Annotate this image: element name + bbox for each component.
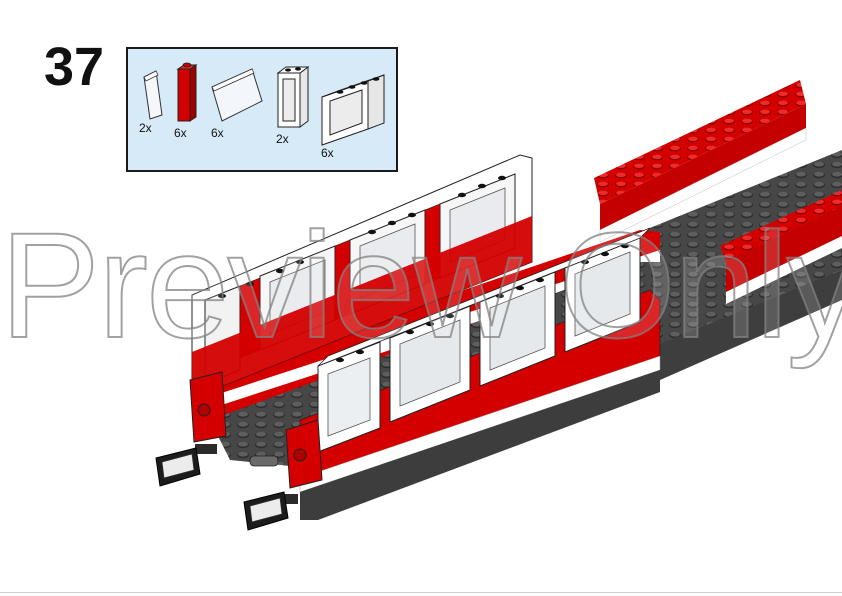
front-wall-base — [300, 370, 660, 520]
part-qty: 6x — [211, 126, 224, 140]
window-frame-1x2x3-icon — [276, 66, 310, 128]
glass-pane-1x2x3-icon — [211, 68, 263, 122]
red-brick-1x1x3-icon — [176, 62, 198, 122]
part-qty: 2x — [139, 121, 152, 135]
preview-watermark: Preview Only — [0, 201, 842, 369]
front-window-frame — [399, 319, 461, 407]
end-light-front — [293, 448, 307, 462]
white-stripe-2 — [726, 236, 842, 304]
red-wall-top-2 — [720, 190, 842, 262]
front-window-frame — [489, 285, 546, 371]
front-wall-studs — [336, 243, 629, 363]
red-wall-top — [594, 80, 806, 204]
red-wall-side-2 — [726, 206, 842, 292]
part-qty: 6x — [321, 146, 334, 160]
page-bottom-rule — [0, 592, 842, 593]
parts-callout: 2x 6x 6x 2x 6x — [126, 47, 398, 172]
front-window-frame — [327, 357, 371, 437]
window-frame-1x4x3-icon — [321, 74, 385, 146]
front-window-top — [317, 227, 651, 367]
end-light-rear — [197, 403, 211, 417]
red-band — [192, 216, 532, 395]
red-wall-side — [600, 104, 806, 230]
coupler-rear — [155, 444, 217, 487]
part-qty: 2x — [276, 132, 289, 146]
coupler-front — [243, 491, 298, 531]
step-number: 37 — [44, 37, 105, 97]
coupler-hose — [249, 455, 279, 467]
base-side-dark — [640, 270, 842, 385]
part-qty: 6x — [174, 126, 187, 140]
white-stripe — [599, 127, 807, 243]
rear-wall-studs — [218, 175, 506, 299]
glass-pane-1x1x2-icon — [143, 70, 163, 120]
front-window-frame — [574, 251, 631, 337]
